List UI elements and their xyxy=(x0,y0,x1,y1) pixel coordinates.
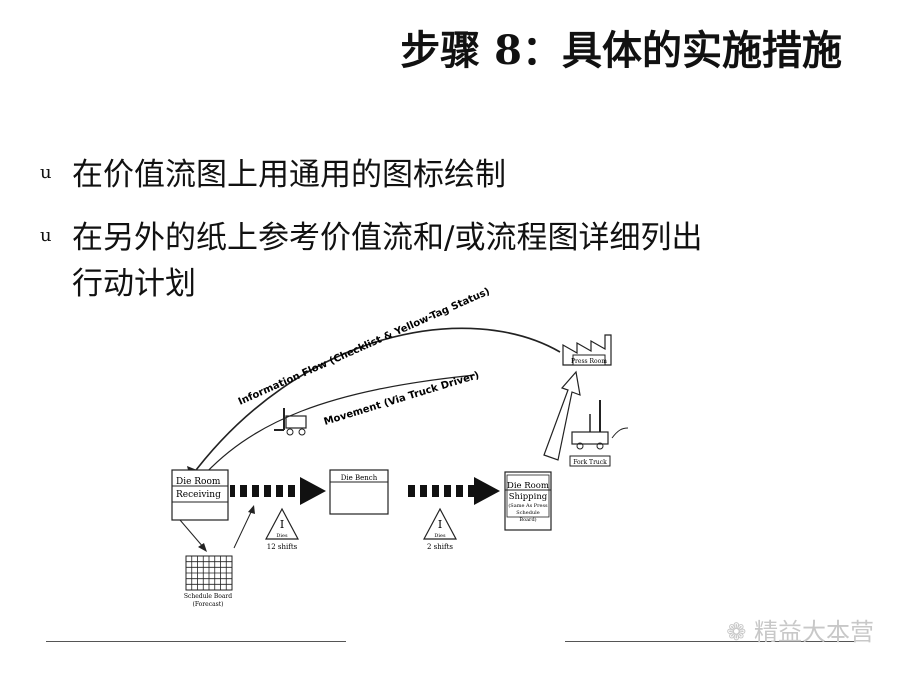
shipping-line-4: Schedule xyxy=(516,510,539,516)
schedule-board-label-1: Schedule Board xyxy=(184,593,232,600)
fork-truck-icon: Fork Truck xyxy=(570,400,610,466)
schedule-board-grid xyxy=(186,556,232,590)
push-arrow xyxy=(544,372,580,460)
push-arrow-stripe-2 xyxy=(404,485,476,497)
inventory-time: 2 shifts xyxy=(427,543,453,551)
inventory-triangle-1: I Dies 12 shifts xyxy=(266,509,298,551)
push-arrowhead-1 xyxy=(300,477,326,505)
process-box-bench: Die Bench xyxy=(330,470,388,514)
bench-label: Die Bench xyxy=(341,474,378,482)
receiving-line-1: Die Room xyxy=(176,477,221,487)
schedule-arrow-down xyxy=(180,520,204,548)
footer-rule-left xyxy=(46,641,346,642)
inventory-symbol: I xyxy=(438,518,442,531)
wechat-icon: ❁ xyxy=(726,618,746,646)
movement-label: Movement (Via Truck Driver) xyxy=(323,370,481,428)
factory-icon: Press Room xyxy=(563,335,611,365)
schedule-arrowhead-down xyxy=(198,543,207,552)
shipping-line-3: (Same As Press xyxy=(508,502,548,509)
inventory-symbol: I xyxy=(280,518,284,531)
shipping-line-1: Die Room xyxy=(507,481,549,491)
schedule-arrowhead-up xyxy=(248,505,255,514)
inventory-unit: Dies xyxy=(434,533,446,539)
press-room-label: Press Room xyxy=(571,358,607,365)
information-flow-label: Information Flow (Checklist & Yellow-Tag… xyxy=(237,286,492,408)
inventory-triangle-2: I Dies 2 shifts xyxy=(424,509,456,551)
receiving-line-2: Receiving xyxy=(176,490,221,500)
watermark-text: 精益大本营 xyxy=(754,618,874,646)
shipping-line-2: Shipping xyxy=(509,492,548,502)
inventory-unit: Dies xyxy=(276,533,288,539)
inventory-time: 12 shifts xyxy=(267,543,298,551)
truck-curve xyxy=(612,428,628,438)
schedule-board-label-2: (Forecast) xyxy=(193,601,224,608)
watermark: ❁ 精益大本营 xyxy=(726,612,874,647)
process-box-receiving: Die Room Receiving xyxy=(172,470,228,520)
push-arrowhead-2 xyxy=(474,477,500,505)
push-arrow-stripe-1 xyxy=(230,485,302,497)
schedule-arrow-up xyxy=(234,510,252,548)
fork-truck-label: Fork Truck xyxy=(573,459,607,466)
process-box-shipping: Die Room Shipping (Same As Press Schedul… xyxy=(505,472,551,530)
shipping-line-5: Board) xyxy=(519,516,536,523)
